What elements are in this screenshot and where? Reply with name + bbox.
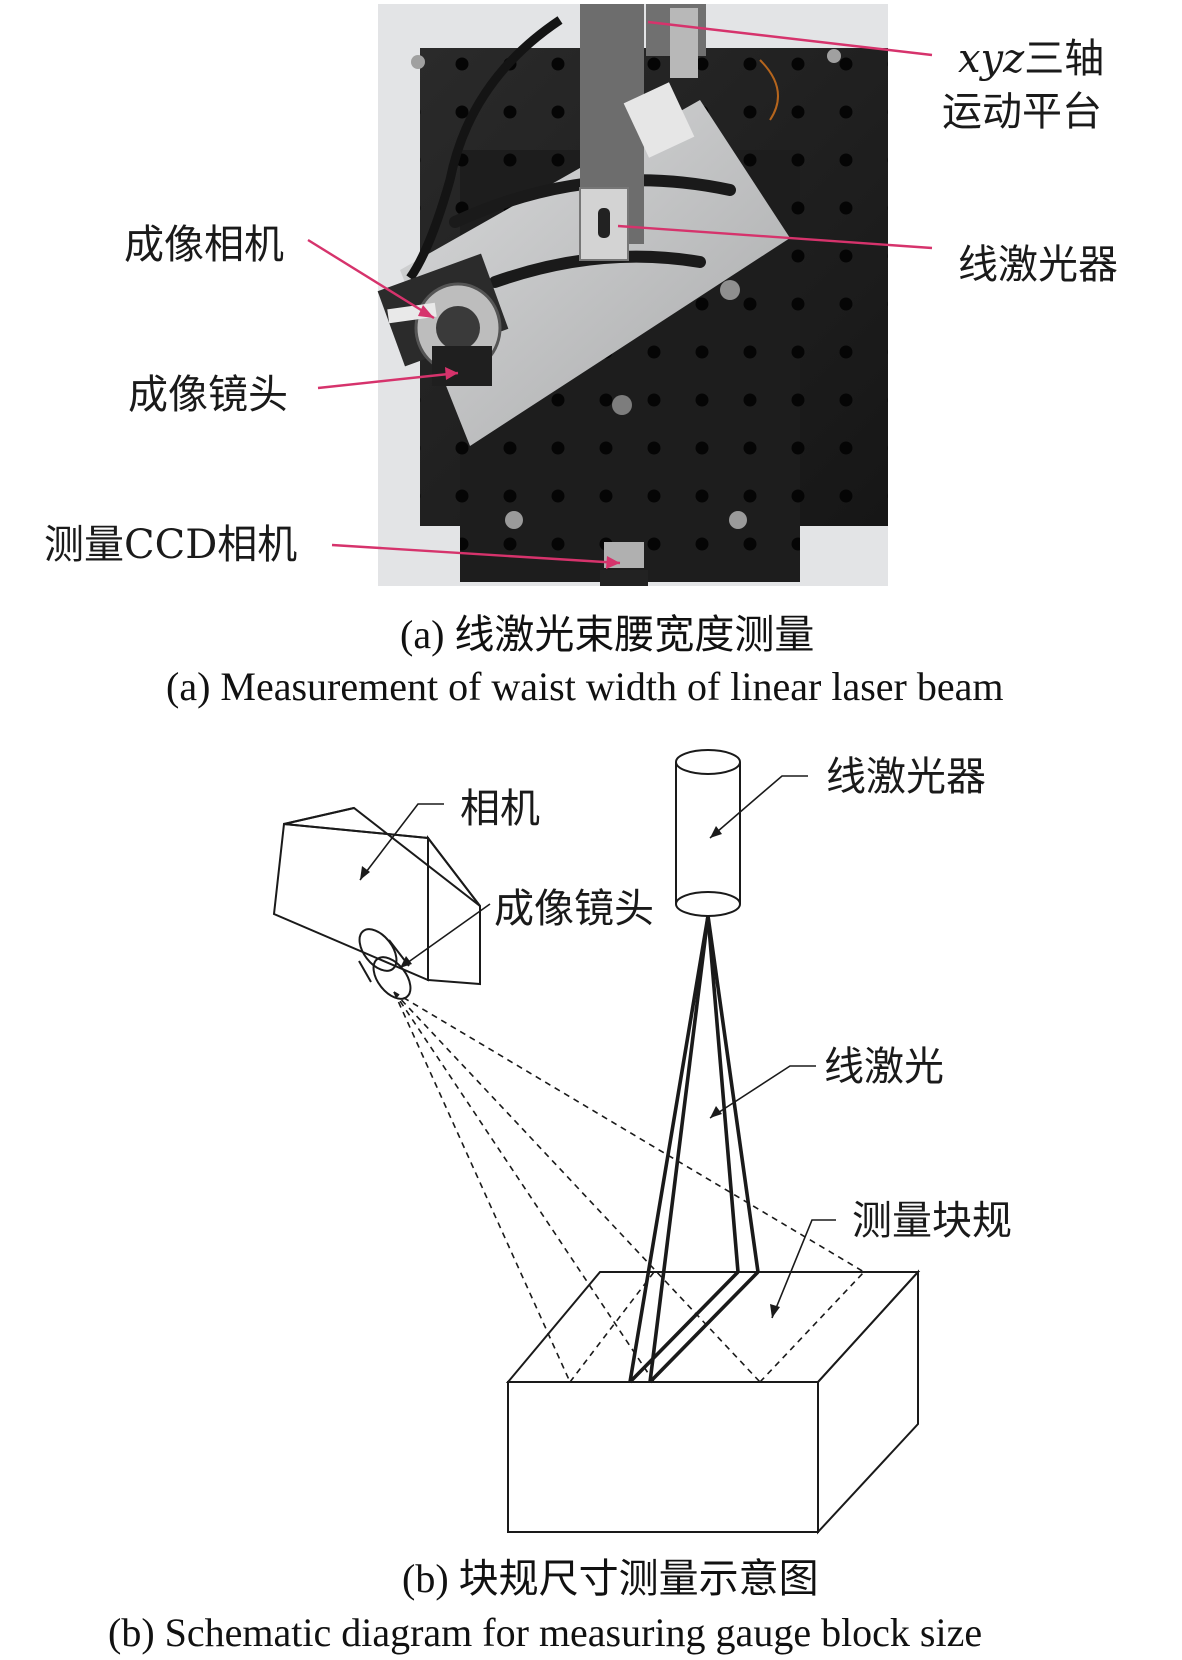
line-laser-label-b: 线激光器 — [826, 754, 986, 800]
stage-suffix-label: 三轴 — [1024, 36, 1104, 82]
gauge-block — [505, 1269, 921, 1535]
gauge-block-label: 测量块规 — [852, 1198, 1012, 1244]
imaging-lens-label-a: 成像镜头 — [128, 372, 288, 418]
imaging-lens-label-b: 成像镜头 — [494, 886, 654, 932]
stage-axes-label: xyz — [958, 36, 1025, 82]
camera-label: 相机 — [460, 786, 540, 832]
caption-a-en: (a) Measurement of waist width of linear… — [166, 664, 1003, 709]
ccd-camera-label: 测量CCD相机 — [44, 522, 297, 568]
laser-fan — [628, 915, 760, 1384]
caption-b-cn: (b) 块规尺寸测量示意图 — [402, 1556, 819, 1601]
line-laser-beam-label: 线激光 — [824, 1044, 944, 1090]
lens-cylinder — [358, 928, 412, 1000]
line-laser-label-a: 线激光器 — [958, 242, 1118, 288]
imaging-camera-label: 成像相机 — [124, 222, 284, 268]
stage-label-line2: 运动平台 — [942, 89, 1102, 135]
leader-lines-a — [307, 20, 933, 565]
caption-a-cn: (a) 线激光束腰宽度测量 — [400, 612, 814, 657]
camera-field-of-view — [393, 991, 865, 1383]
leader-lines-b — [359, 775, 836, 1319]
laser-cylinder — [675, 749, 741, 917]
imaging-lens-body — [432, 346, 492, 386]
camera-box — [272, 806, 481, 986]
svg-text:xyz三轴: xyz三轴 — [958, 36, 1104, 82]
schematic — [272, 749, 921, 1535]
caption-b-en: (b) Schematic diagram for measuring gaug… — [108, 1610, 982, 1655]
setup-photo — [377, 4, 888, 586]
